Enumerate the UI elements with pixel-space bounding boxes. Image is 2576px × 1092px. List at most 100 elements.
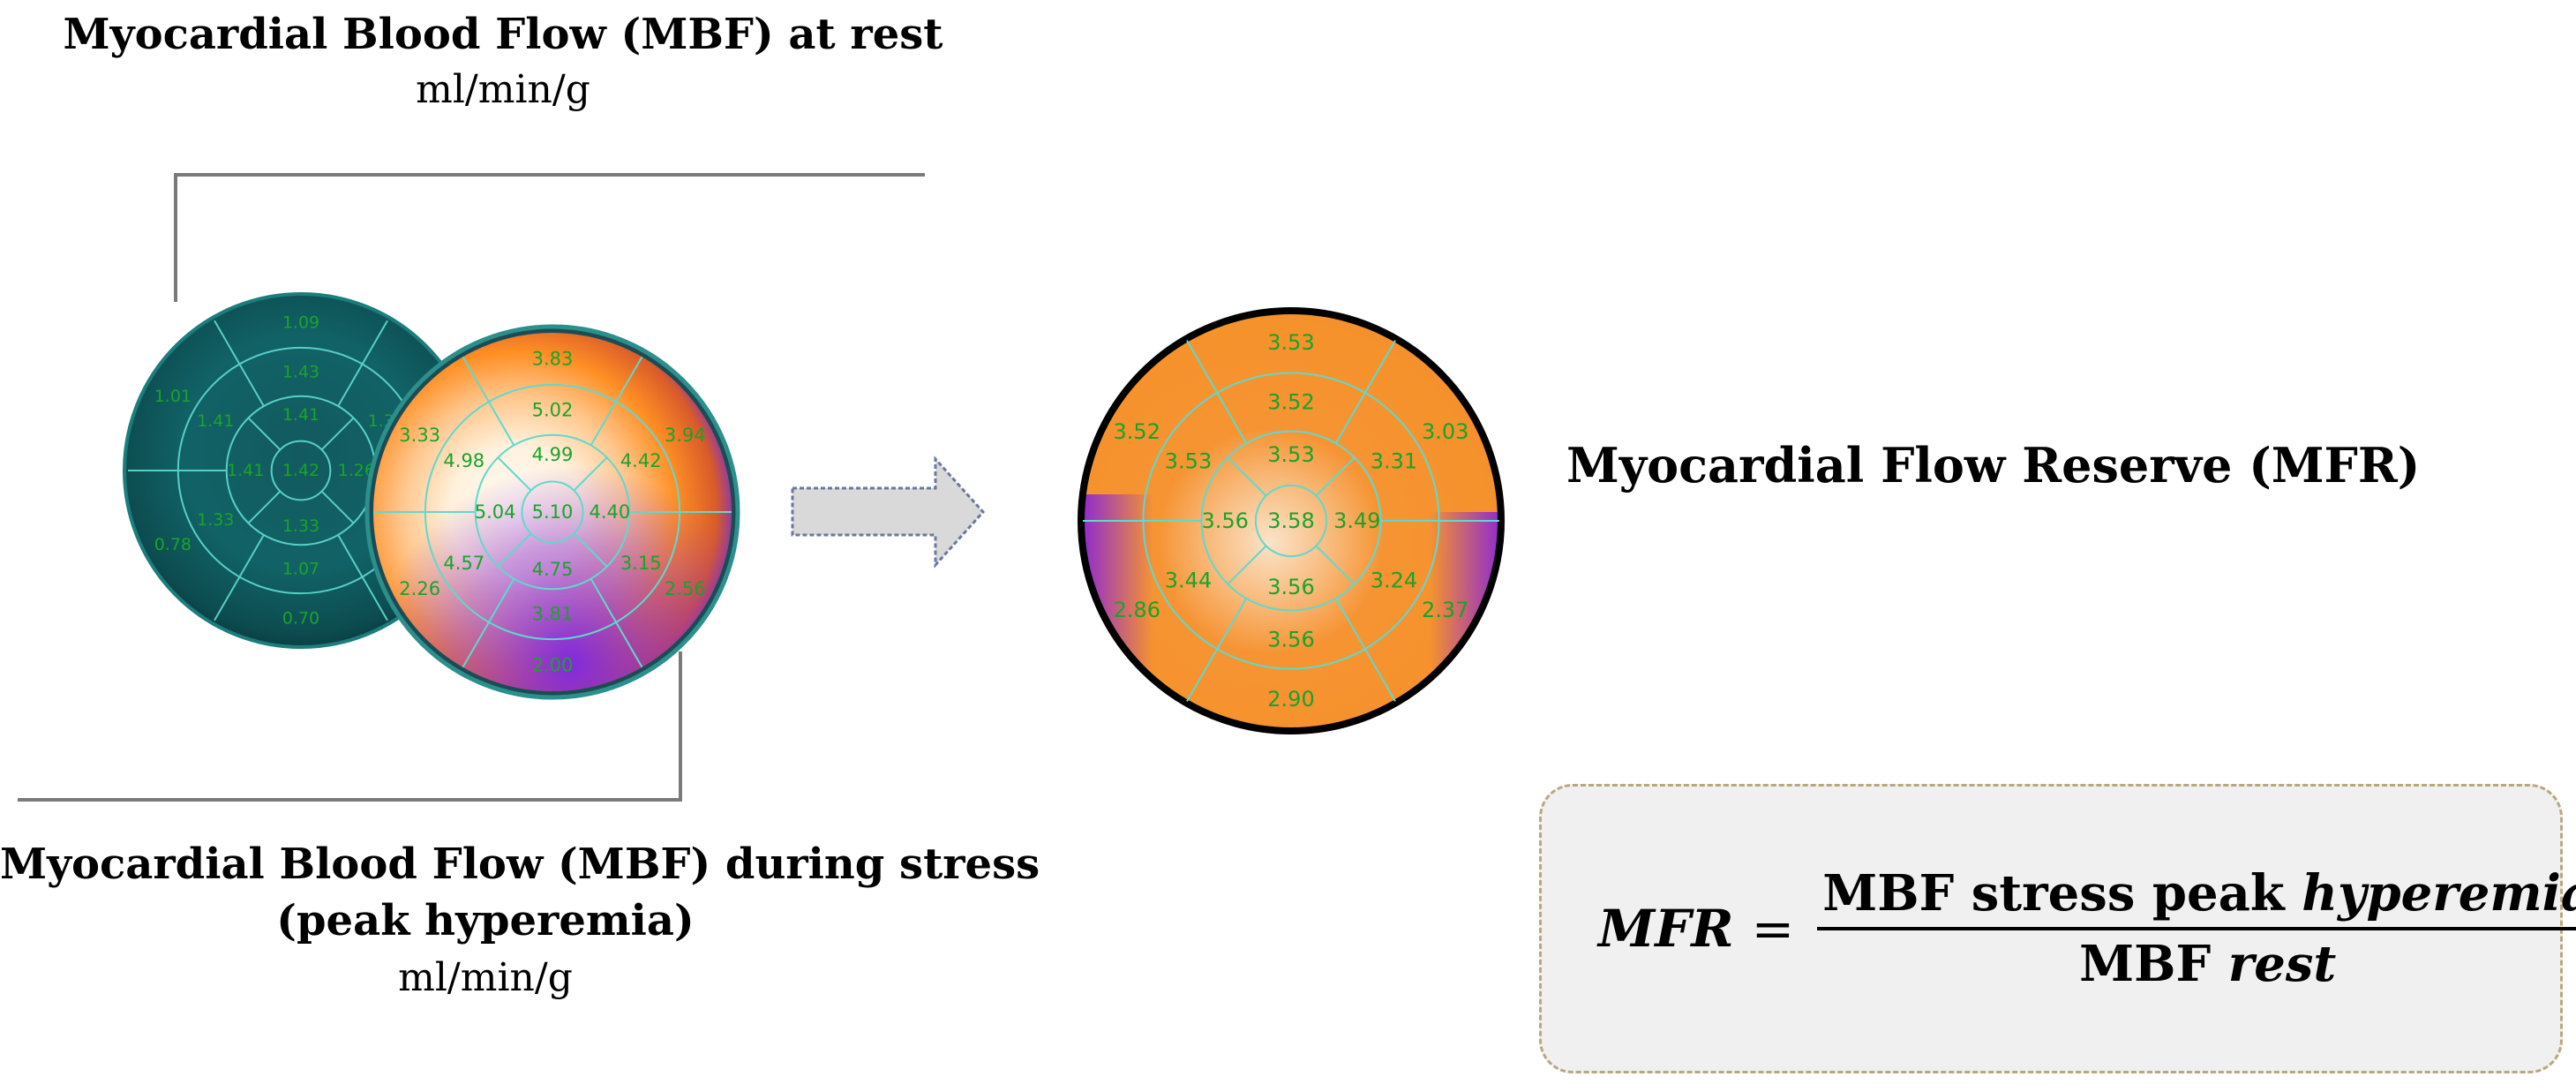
stress-map-title-line2: (peak hyperemia): [276, 896, 695, 945]
stress-ring: [521, 480, 584, 544]
stress-apical-divider: [497, 456, 532, 492]
rest-apical-divider: [320, 417, 355, 451]
stress-basal-value: 3.94: [665, 425, 706, 446]
stress-segment-values: 3.83 3.94 2.56 2.00 2.26 3.33 5.02 4.42 3.15 3.81…: [399, 348, 705, 675]
rest-sector-divider: [337, 534, 388, 621]
stress-mid-value: 3.15: [620, 553, 662, 574]
rest-mid-value: 1.33: [197, 510, 234, 530]
rest-apex-value: 1.42: [282, 461, 319, 480]
mfr-sector-divider: [1186, 598, 1248, 702]
stress-map-title-line1: Myocardial Blood Flow (MBF) during stres…: [0, 840, 1040, 889]
stress-sector-divider: [590, 578, 643, 668]
rest-sector-divider: [337, 320, 388, 407]
stress-apical-value: 4.40: [590, 501, 631, 523]
mfr-basal-value: 2.90: [1267, 687, 1314, 712]
stress-apical-value: 5.04: [475, 501, 516, 523]
denominator-text: MBF: [2079, 935, 2228, 993]
rest-apical-value: 1.33: [282, 516, 319, 536]
mfr-mid-value: 3.56: [1267, 628, 1314, 652]
stress-basal-value: 3.33: [399, 425, 440, 446]
formula-numerator: MBF stress peak hyperemia: [1817, 863, 2576, 923]
rest-sector-divider: [214, 320, 265, 407]
stress-mid-value: 4.98: [443, 450, 484, 471]
formula-lhs: MFR: [1598, 899, 1734, 959]
mfr-sector-divider: [1334, 598, 1396, 702]
mfr-formula-box: MFR = MBF stress peak hyperemia MBF rest: [1539, 784, 2576, 1073]
stress-apical-value: 4.75: [532, 559, 574, 580]
rest-ring: [270, 440, 332, 501]
rest-basal-value: 0.70: [282, 609, 319, 629]
mfr-map-title: Myocardial Flow Reserve (MFR): [1566, 437, 2421, 493]
rest-basal-value: 1.01: [154, 387, 192, 406]
mfr-apical-divider: [1315, 545, 1356, 585]
numerator-italic: hyperemia: [2302, 863, 2576, 923]
stress-mid-value: 4.57: [443, 553, 484, 574]
numerator-text: MBF stress peak: [1822, 863, 2302, 923]
mfr-apex-value: 3.58: [1267, 508, 1314, 533]
mfr-polar-map: 3.533.032.372.902.863.523.523.313.243.56…: [1078, 307, 1505, 734]
stress-segment-grid: [373, 356, 732, 668]
mfr-apical-value: 3.53: [1267, 442, 1314, 467]
mfr-mid-value: 3.53: [1165, 449, 1212, 474]
stress-polar-map: 3.83 3.94 2.56 2.00 2.26 3.33 5.02 4.42 3.15 3.81…: [364, 324, 740, 700]
stress-basal-value: 2.26: [399, 578, 440, 599]
rest-sector-divider: [214, 534, 265, 621]
mfr-apical-value: 3.56: [1201, 508, 1248, 533]
rest-basal-value: 1.09: [282, 313, 319, 332]
mfr-segment-values: 3.533.032.372.902.863.523.523.313.243.56…: [1114, 330, 1469, 712]
stress-apex-value: 5.10: [532, 501, 574, 523]
stress-apical-divider: [497, 532, 532, 568]
stress-mid-value: 5.02: [532, 399, 574, 420]
mfr-mid-value: 3.44: [1165, 568, 1212, 592]
mfr-basal-value: 2.37: [1422, 598, 1468, 622]
stress-mid-value: 4.42: [620, 450, 662, 471]
rest-apical-value: 1.26: [338, 461, 375, 480]
stress-basal-value: 2.56: [665, 578, 706, 599]
rest-apical-value: 1.41: [227, 461, 264, 480]
mfr-segment-grid: [1083, 340, 1499, 702]
stress-basal-value: 3.83: [532, 348, 574, 369]
stress-sector-divider: [590, 356, 643, 446]
stress-map-unit: ml/min/g: [398, 955, 573, 1000]
rest-basal-value: 0.78: [154, 535, 192, 554]
mfr-mid-value: 3.24: [1371, 568, 1417, 592]
stress-sector-divider: [462, 578, 515, 668]
mfr-apical-divider: [1315, 456, 1356, 497]
stress-mid-value: 3.81: [532, 604, 574, 625]
mfr-basal-value: 3.53: [1267, 330, 1314, 355]
rest-connector-line: [174, 173, 925, 302]
stress-apical-divider: [573, 456, 608, 492]
mfr-sector-divider: [1186, 340, 1248, 444]
rest-mid-value: 1.07: [282, 560, 319, 579]
mfr-apical-divider: [1227, 545, 1267, 585]
rest-map-title: Myocardial Blood Flow (MBF) at rest: [63, 10, 943, 59]
rest-apical-divider: [247, 417, 282, 451]
right-arrow-icon: [791, 456, 986, 569]
formula-equals: =: [1751, 899, 1795, 959]
rest-mid-value: 1.41: [197, 411, 234, 431]
formula-fraction: MBF stress peak hyperemia MBF rest: [1817, 863, 2576, 993]
denominator-italic: rest: [2227, 935, 2337, 993]
rest-mid-value: 1.43: [282, 362, 319, 381]
fraction-bar: [1817, 927, 2576, 930]
rest-apical-divider: [247, 490, 282, 524]
stress-connector-line: [18, 651, 682, 802]
mfr-ring: [1254, 484, 1328, 558]
stress-sector-divider: [462, 356, 515, 446]
rest-apical-value: 1.41: [282, 405, 319, 425]
stress-basal-value: 2.00: [532, 655, 574, 676]
mfr-mid-value: 3.31: [1371, 449, 1417, 474]
mfr-apical-divider: [1227, 456, 1267, 497]
mfr-apical-value: 3.49: [1333, 508, 1380, 533]
stress-apical-value: 4.99: [532, 444, 574, 465]
rest-apical-divider: [320, 490, 355, 524]
mfr-sector-divider: [1334, 340, 1396, 444]
mfr-apical-value: 3.56: [1267, 575, 1314, 599]
mfr-formula: MFR = MBF stress peak hyperemia MBF rest: [1598, 787, 2576, 1071]
mfr-basal-value: 3.52: [1114, 419, 1160, 444]
stress-apical-divider: [573, 532, 608, 568]
rest-map-unit: ml/min/g: [416, 67, 590, 112]
mfr-mid-value: 3.52: [1267, 389, 1314, 414]
mfr-basal-value: 3.03: [1422, 419, 1468, 444]
